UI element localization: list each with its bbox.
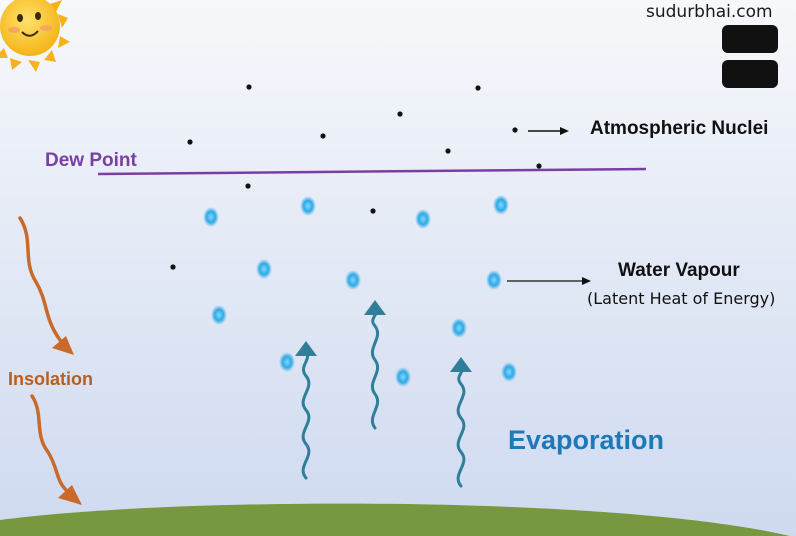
evaporation-arrow-1 — [295, 341, 317, 480]
nucleus-dot — [536, 163, 542, 169]
evaporation-arrow-2 — [364, 300, 386, 430]
nucleus-dot — [187, 139, 193, 145]
water-vapour-label: Water Vapour — [618, 260, 740, 281]
nucleus-dot — [170, 264, 176, 270]
water-vapour-sublabel: (Latent Heat of Energy) — [587, 289, 776, 308]
sun-icon — [0, 0, 70, 72]
vapour-drop — [211, 305, 227, 325]
vapour-drop — [501, 362, 517, 382]
vapour-drop — [493, 195, 509, 215]
ground — [0, 503, 790, 536]
nucleus-dot — [512, 127, 518, 133]
nucleus-dot — [320, 133, 326, 139]
insolation-arrow-lower — [30, 394, 82, 505]
evaporation-label: Evaporation — [508, 425, 665, 455]
vapour-drop — [415, 209, 431, 229]
nuclei-pointer-arrow — [528, 127, 569, 135]
insolation-arrow-upper — [18, 216, 74, 355]
vapour-drop — [279, 352, 295, 372]
nucleus-dot — [445, 148, 451, 154]
dew-point-label: Dew Point — [45, 150, 137, 171]
vapour-drop — [451, 318, 467, 338]
vapour-drop — [300, 196, 316, 216]
nucleus-dot — [245, 183, 251, 189]
vapour-drop — [345, 270, 361, 290]
atmospheric-nuclei-label: Atmospheric Nuclei — [590, 118, 769, 139]
atmospheric-nuclei — [170, 84, 542, 270]
water-vapour-drops — [203, 195, 517, 387]
insolation-label: Insolation — [8, 369, 93, 389]
nucleus-dot — [475, 85, 481, 91]
dew-point-line — [97, 167, 647, 176]
vapour-drop — [486, 270, 502, 290]
nucleus-dot — [246, 84, 252, 90]
nucleus-dot — [370, 208, 376, 214]
vapour-drop — [203, 207, 219, 227]
evaporation-arrow-3 — [450, 357, 472, 488]
vapour-drop — [395, 367, 411, 387]
site-brand[interactable]: sudurbhai.com — [646, 2, 773, 22]
vapour-pointer-arrow — [507, 277, 591, 285]
vapour-drop — [256, 259, 272, 279]
nucleus-dot — [397, 111, 403, 117]
